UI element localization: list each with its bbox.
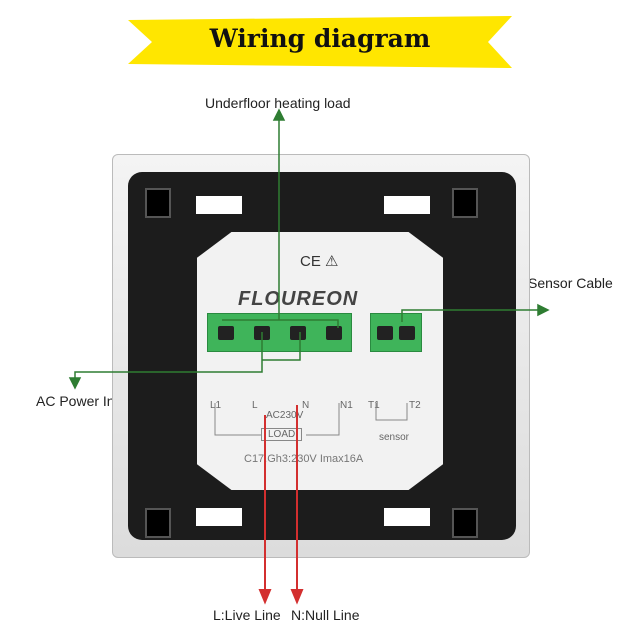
arrow-load	[272, 108, 286, 121]
frame-slot	[196, 196, 242, 214]
guide-load-line	[222, 113, 339, 328]
frame-clip	[145, 508, 171, 538]
title-banner	[128, 16, 512, 68]
arrow-null	[290, 589, 304, 605]
terminal-l1: L1	[210, 400, 222, 411]
frame-slot	[384, 508, 430, 526]
frame-slot	[196, 508, 242, 526]
terminal-n1: N1	[340, 400, 353, 411]
ce-mark: CE ⚠	[300, 253, 339, 270]
load-box: LOAD	[261, 428, 303, 441]
terminal-module	[197, 232, 443, 490]
label-live-line: L:Live Line	[213, 607, 281, 623]
spec-label: C17.Gh3:230V Imax16A	[244, 453, 364, 465]
arrow-sensor	[537, 303, 550, 317]
label-sensor-cable: Sensor Cable	[528, 275, 613, 291]
label-null-line: N:Null Line	[291, 607, 360, 623]
schematic-load-line	[214, 403, 340, 436]
terminal-t2: T2	[409, 400, 421, 411]
sensor-terminal-block	[370, 313, 422, 352]
terminal-n: N	[302, 400, 310, 411]
arrow-power	[68, 377, 82, 390]
guide-sensor-line	[401, 309, 545, 322]
terminal-t1: T1	[368, 400, 380, 411]
schematic-sensor-line	[375, 403, 408, 421]
brand-logo: FLOUREON	[238, 288, 359, 310]
page-title: Wiring diagram	[209, 24, 431, 53]
label-underfloor-load: Underfloor heating load	[205, 95, 351, 111]
sensor-label: sensor	[379, 432, 410, 443]
guide-power-line	[74, 332, 301, 382]
frame-clip	[452, 188, 478, 218]
ac-voltage-label: AC230V	[266, 410, 304, 421]
terminal-l: L	[252, 400, 258, 411]
frame-clip	[452, 508, 478, 538]
frame-slot	[384, 196, 430, 214]
label-ac-power-in: AC Power In	[36, 393, 115, 409]
frame-clip	[145, 188, 171, 218]
arrow-live	[258, 589, 272, 605]
